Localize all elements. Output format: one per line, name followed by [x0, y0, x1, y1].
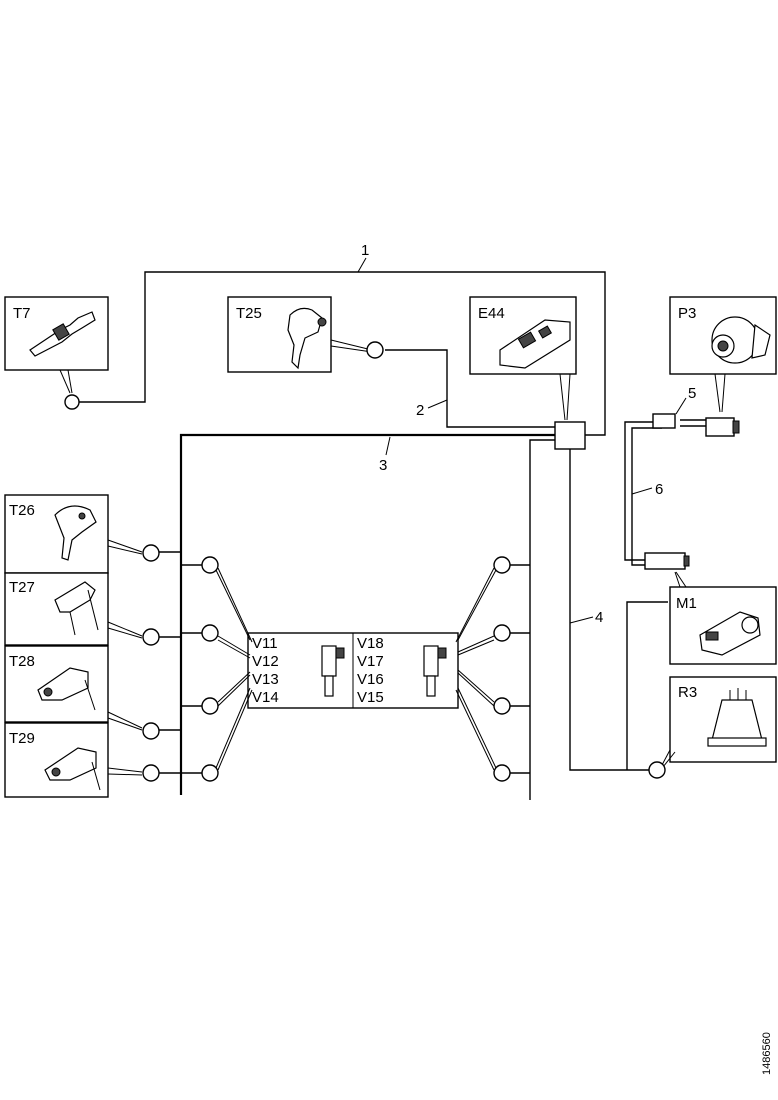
injector-box — [247, 632, 459, 709]
relay-icon — [707, 688, 767, 747]
label-R3: R3 — [678, 684, 697, 701]
wire-number-labels: 1 2 3 4 5 6 — [357, 242, 696, 626]
label-P3: P3 — [678, 305, 696, 322]
injector-connectors-right — [455, 556, 511, 782]
speed-sensor-icon-T27 — [54, 581, 99, 636]
label-T7: T7 — [13, 305, 31, 322]
right-branches — [502, 564, 530, 774]
connector-6 — [644, 552, 690, 570]
junction-block — [554, 421, 586, 450]
component-T28: T28 — [4, 645, 160, 740]
label-T28: T28 — [9, 653, 35, 670]
wire-label-4: 4 — [595, 609, 603, 626]
component-E44: E44 — [469, 296, 577, 421]
wire-2 — [385, 349, 555, 428]
temperature-sensor-icon — [29, 311, 96, 357]
injector-label: V18 — [357, 635, 384, 652]
connector-T7 — [64, 394, 80, 410]
label-T27: T27 — [9, 579, 35, 596]
connector-T27 — [142, 628, 160, 646]
connector-T28 — [142, 722, 160, 740]
wire-4 — [569, 448, 668, 771]
wire-3 — [179, 433, 555, 800]
injector-connectors-left — [201, 556, 253, 782]
label-E44: E44 — [478, 305, 505, 322]
control-unit-icon — [499, 319, 571, 369]
connector-pair-5 — [652, 413, 740, 437]
connector-T25 — [366, 341, 384, 359]
component-R3: R3 — [648, 676, 777, 779]
component-T7: T7 — [4, 296, 109, 410]
connector-T26 — [142, 544, 160, 562]
drawing-reference-number: 1486560 — [761, 1032, 773, 1075]
component-T29: T29 — [4, 722, 160, 798]
starter-motor-icon — [699, 611, 761, 656]
alternator-icon — [711, 316, 771, 364]
wire-label-5: 5 — [688, 385, 696, 402]
component-T26: T26 — [4, 494, 160, 574]
injector-labels-right: V18 V17 V16 V15 — [357, 635, 384, 706]
component-M1: M1 — [669, 571, 777, 665]
wire-label-3: 3 — [379, 457, 387, 474]
component-T27: T27 — [4, 572, 160, 646]
wire-1 — [75, 271, 606, 436]
injector-label: V11 — [252, 635, 278, 652]
wire-label-1: 1 — [361, 242, 369, 259]
wire-label-6: 6 — [655, 481, 663, 498]
connector-T29 — [142, 764, 160, 782]
label-T29: T29 — [9, 730, 35, 747]
position-sensor-icon-T29 — [44, 747, 101, 791]
injector-label: V13 — [252, 671, 279, 688]
speed-sensor-icon-T26 — [54, 505, 97, 561]
position-sensor-icon-T28 — [37, 667, 96, 711]
wire-5-6 — [624, 419, 707, 566]
label-T25: T25 — [236, 305, 262, 322]
label-M1: M1 — [676, 595, 697, 612]
injector-label: V16 — [357, 671, 384, 688]
label-T26: T26 — [9, 502, 35, 519]
injector-label: V15 — [357, 689, 384, 706]
injector-label: V12 — [252, 653, 279, 670]
injector-labels-left: V11 V12 V13 V14 — [252, 635, 279, 706]
connector-R3 — [648, 761, 666, 779]
component-P3: P3 — [669, 296, 777, 413]
injector-label: V14 — [252, 689, 279, 706]
component-T25: T25 — [227, 296, 384, 373]
injector-icon-left — [321, 645, 345, 697]
injector-icon-right — [423, 645, 447, 697]
injector-label: V17 — [357, 653, 384, 670]
pressure-sensor-icon — [287, 307, 327, 370]
wire-label-2: 2 — [416, 402, 424, 419]
